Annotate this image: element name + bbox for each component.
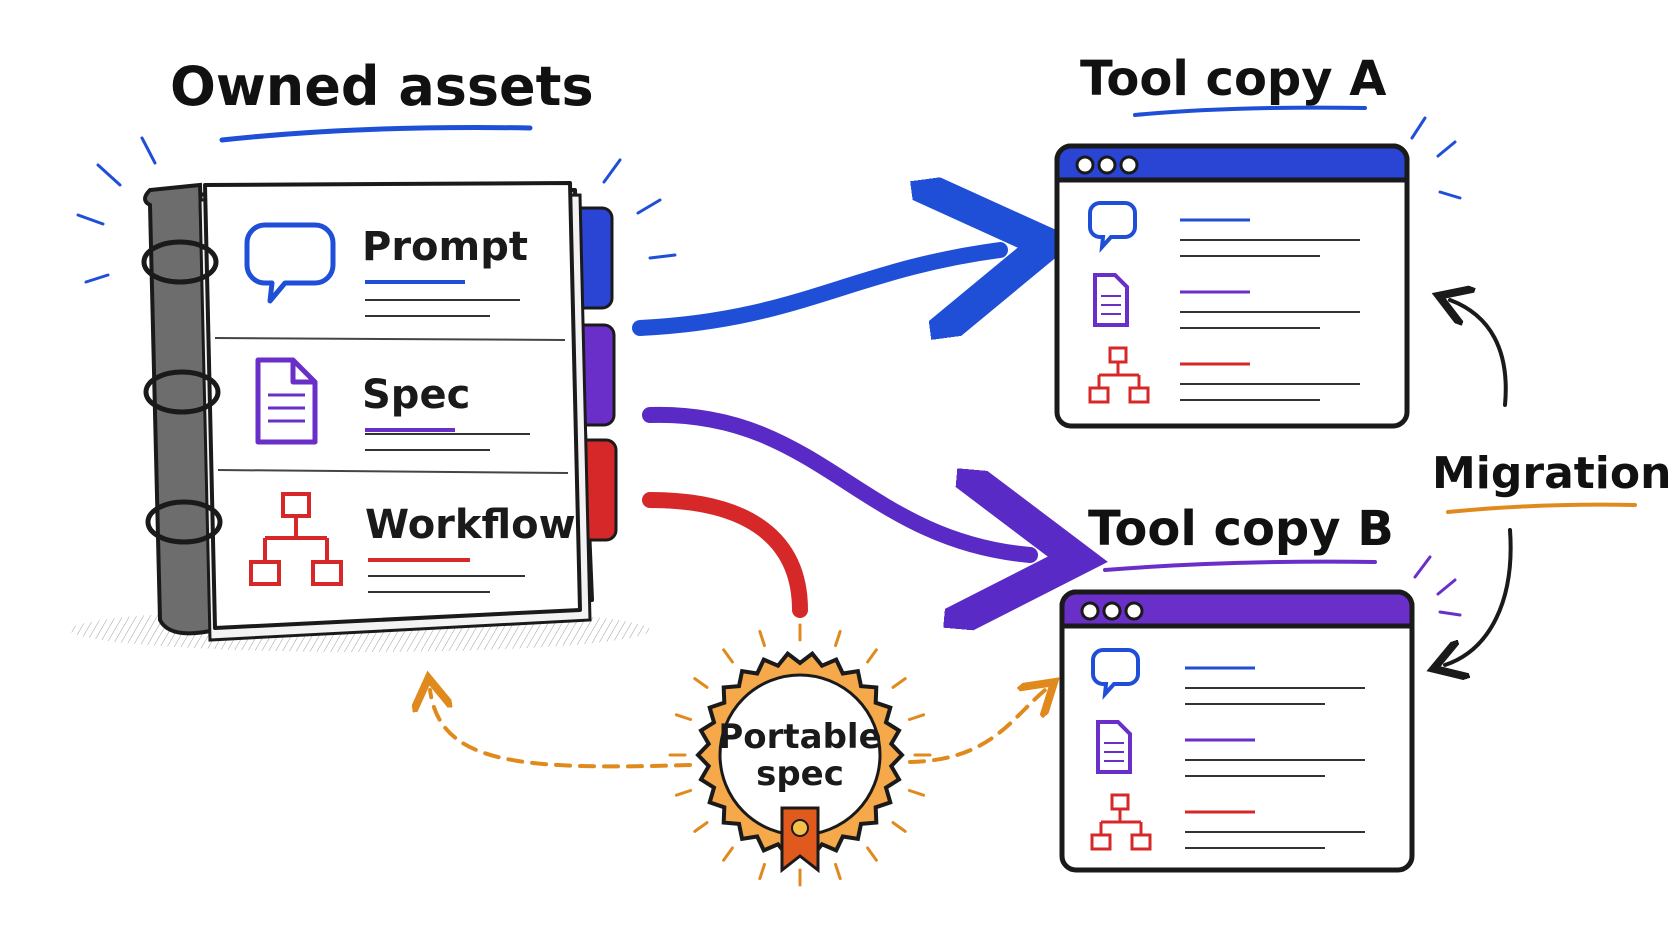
window-dot-icon (1097, 155, 1117, 175)
badge-ray (674, 789, 693, 797)
document-icon (1096, 720, 1132, 774)
section-label-spec: Spec (362, 372, 470, 418)
tool-copy-a-group: Tool copy A (1054, 51, 1462, 429)
binder-section-workflow: Workflow (249, 492, 576, 593)
tool-b-window (1059, 589, 1415, 873)
badge-line-1: Portable (718, 717, 881, 757)
owned-assets-underline (219, 125, 533, 143)
window-dot-icon (1124, 601, 1144, 621)
window-dot-icon (1075, 155, 1095, 175)
speech-bubble-icon (1091, 648, 1140, 700)
window-dot-icon (1102, 601, 1122, 621)
badge-ray (866, 648, 878, 664)
badge-ray (834, 862, 842, 881)
migration-label: Migration (1432, 448, 1671, 499)
section-label-workflow: Workflow (365, 502, 576, 548)
badge-line-2: spec (756, 754, 844, 794)
tool-copy-b-title: Tool copy B (1088, 501, 1394, 557)
sparkle-lines-b (1413, 555, 1462, 617)
badge-ray (758, 629, 766, 648)
badge-ray (693, 821, 709, 833)
speech-bubble-icon (244, 222, 336, 304)
badge-ray (907, 713, 926, 721)
badge-ray (891, 821, 907, 833)
badge-ray (674, 713, 693, 721)
speech-bubble-icon (1088, 201, 1137, 253)
binder-section-prompt: Prompt (244, 222, 528, 317)
badge-ray (891, 677, 907, 689)
tool-a-titlebar (1054, 143, 1410, 183)
tool-a-window (1054, 143, 1410, 429)
tool-copy-b-group: Tool copy B (1059, 501, 1462, 873)
owned-assets-group: Owned assets (70, 55, 677, 652)
arrow-spec-to-tool-b (642, 406, 1030, 555)
flowchart-icon (1090, 793, 1152, 851)
owned-assets-title: Owned assets (170, 55, 594, 118)
binder-rings (141, 239, 223, 545)
dashed-arrow-badge-to-binder (430, 690, 692, 769)
migration-arrow-up (1450, 300, 1508, 407)
arrow-prompt-to-tool-a (632, 250, 1000, 328)
badge-ray (722, 648, 734, 664)
document-icon (255, 357, 318, 445)
badge-ray (834, 629, 842, 648)
binder-section-spec: Spec (255, 357, 530, 451)
tool-copy-a-title: Tool copy A (1080, 51, 1386, 107)
badge-ray (722, 846, 734, 862)
badge-ray (907, 789, 926, 797)
section-divider-2 (217, 469, 569, 474)
tool-b-titlebar (1059, 589, 1415, 629)
section-divider-1 (214, 337, 566, 341)
portable-spec-badge: Portable spec (668, 623, 932, 887)
section-label-prompt: Prompt (362, 224, 528, 270)
badge-ray (693, 677, 709, 689)
migration-underline (1446, 502, 1637, 514)
dashed-arrow-badge-to-tool-b (908, 690, 1045, 764)
flowchart-icon (1088, 346, 1150, 404)
arrow-workflow-to-badge (642, 492, 808, 618)
flowchart-icon (249, 492, 343, 586)
ribbon-icon (780, 806, 820, 874)
migration-group: Migration (1432, 300, 1671, 665)
sparkle-lines-left (76, 136, 677, 284)
badge-ray (758, 862, 766, 881)
window-dot-icon (1119, 155, 1139, 175)
badge-ray (866, 846, 878, 862)
badge-rays (668, 623, 932, 887)
document-icon (1093, 273, 1129, 327)
window-dot-icon (1080, 601, 1100, 621)
migration-arrow-down (1445, 528, 1513, 665)
sparkle-lines-a (1410, 116, 1462, 200)
